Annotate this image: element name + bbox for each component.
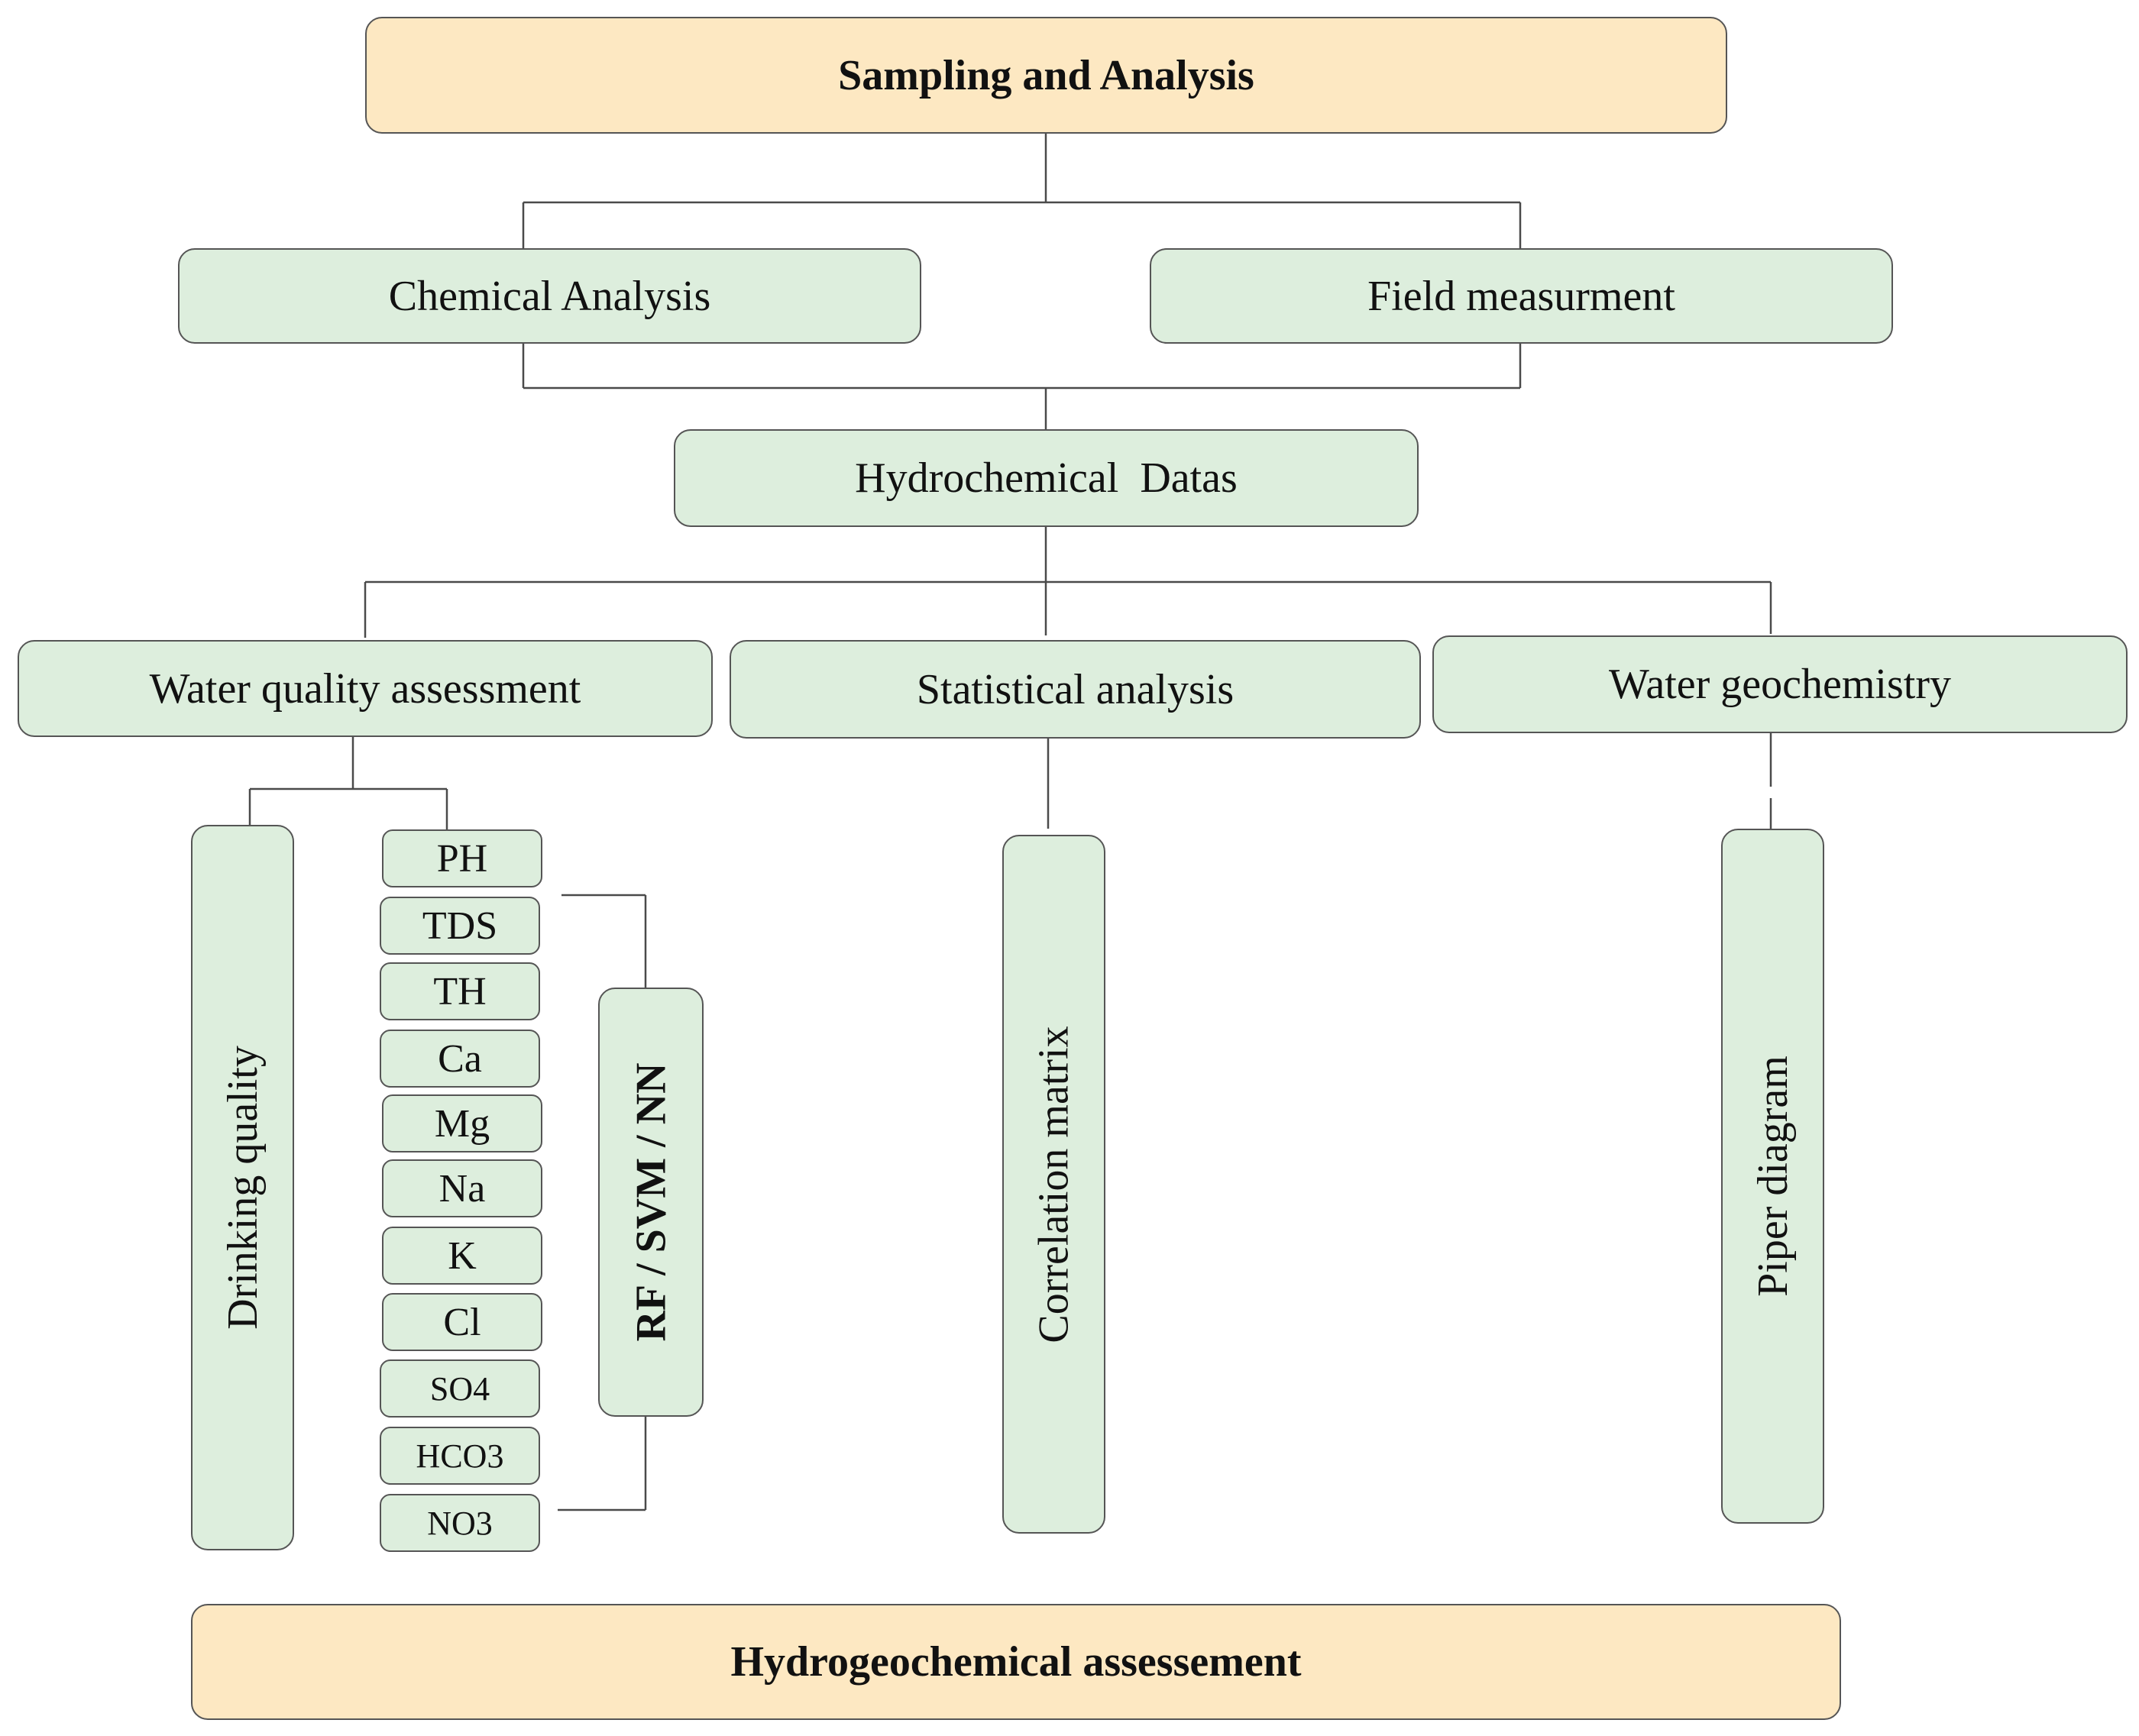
sampling-analysis-label: Sampling and Analysis [838,51,1254,99]
correlation-matrix-label: Correlation matrix [1030,1025,1078,1343]
field-measurement-box: Field measurment [1150,248,1893,344]
piper-diagram-box: Piper diagram [1721,829,1824,1524]
water-quality-assessment-box: Water quality assessment [18,640,713,737]
param-label: PH [436,836,488,881]
field-measurement-label: Field measurment [1367,272,1675,320]
param-tds: TDS [380,897,540,955]
water-geochemistry-label: Water geochemistry [1609,661,1951,708]
ml-models-box: RF / SVM / NN [598,988,704,1417]
param-na: Na [382,1159,542,1217]
hydrogeochemical-assessment-label: Hydrogeochemical assessement [730,1638,1302,1686]
chemical-analysis-label: Chemical Analysis [388,272,711,320]
param-th: TH [380,962,540,1020]
param-mg: Mg [382,1094,542,1152]
param-label: HCO3 [416,1437,504,1475]
param-so4: SO4 [380,1359,540,1418]
param-k: K [382,1227,542,1285]
param-ph: PH [382,829,542,887]
param-label: TDS [422,904,498,948]
hydrochemical-data-box: Hydrochemical Datas [674,429,1419,527]
param-label: Mg [434,1101,490,1146]
statistical-analysis-box: Statistical analysis [730,640,1421,739]
drinking-quality-label: Drinking quality [218,1046,267,1330]
param-ca: Ca [380,1030,540,1088]
ml-models-label: RF / SVM / NN [627,1062,675,1342]
param-label: Ca [438,1036,482,1081]
param-no3: NO3 [380,1494,540,1552]
sampling-analysis-box: Sampling and Analysis [365,17,1727,134]
drinking-quality-box: Drinking quality [191,825,294,1550]
param-hco3: HCO3 [380,1427,540,1485]
hydrochemical-data-label: Hydrochemical Datas [855,454,1238,502]
param-label: K [448,1233,477,1278]
param-cl: Cl [382,1293,542,1351]
param-label: TH [433,969,487,1013]
param-label: Cl [443,1300,481,1344]
chemical-analysis-box: Chemical Analysis [178,248,921,344]
statistical-analysis-label: Statistical analysis [916,665,1235,713]
correlation-matrix-box: Correlation matrix [1002,835,1105,1534]
param-label: Na [438,1166,486,1211]
water-geochemistry-box: Water geochemistry [1432,635,2128,733]
param-label: SO4 [429,1369,490,1408]
hydrogeochemical-assessment-box: Hydrogeochemical assessement [191,1604,1841,1720]
piper-diagram-label: Piper diagram [1749,1056,1797,1297]
param-label: NO3 [427,1504,493,1542]
water-quality-assessment-label: Water quality assessment [149,664,581,713]
